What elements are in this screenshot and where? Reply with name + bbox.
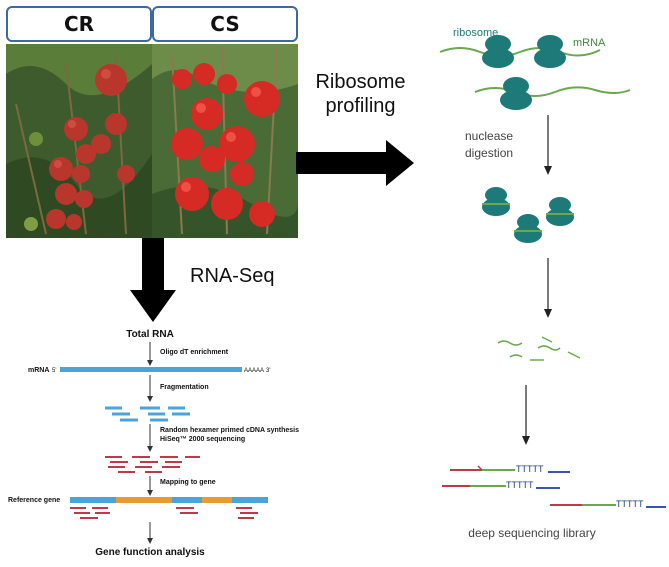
nuclease-text: nuclease (465, 129, 513, 143)
label-cr: CR (6, 6, 152, 42)
mrna-fragments (105, 406, 190, 422)
poly-t-row3: TTTTT (616, 499, 644, 509)
ribosome-profiling-line2: profiling (325, 95, 396, 117)
ribosomes-row2 (500, 77, 532, 110)
ribosome-text: ribosome (453, 27, 498, 39)
label-cs: CS (152, 6, 298, 42)
digestion-text: digestion (465, 146, 513, 160)
three-prime-text: 3' (266, 368, 270, 374)
label-cs-text: CS (210, 12, 240, 36)
enrichment-text: Oligo dT enrichment (160, 349, 229, 356)
ribosome-profiling-line1: Ribosome (315, 71, 406, 93)
photo-cs-tomatoes (152, 44, 298, 238)
reference-gene-text: Reference gene (8, 497, 60, 504)
label-cr-text: CR (63, 12, 95, 36)
mapping-text: Mapping to gene (160, 479, 216, 486)
fragmentation-text: Fragmentation (160, 384, 209, 391)
polya-text: AAAAA (244, 368, 264, 374)
ribo-workflow: ribosome mRNA nuclease digestion (439, 27, 666, 540)
deep-sequencing-text: deep sequencing library (468, 526, 595, 540)
poly-t-row1: TTTTT (516, 464, 544, 474)
total-rna-text: Total RNA (126, 329, 174, 340)
poly-t-row2: TTTTT (506, 480, 534, 490)
arrow-down (130, 238, 176, 322)
mrna-text: mRNA (28, 367, 49, 374)
five-prime-text: 5' (52, 368, 56, 374)
rna-seq-label: RNA-Seq (190, 265, 275, 287)
hiseq-text: HiSeq™ 2000 sequencing (160, 436, 245, 443)
reference-gene-bar (70, 497, 268, 503)
ribosomes-row1 (482, 35, 566, 68)
cdna-reads (105, 456, 200, 473)
photo-cr-tomatoes (6, 44, 152, 238)
cdna-text: Random hexamer primed cDNA synthesis (160, 427, 299, 434)
footprint-fragments (497, 336, 581, 361)
sequencing-library: TTTTT TTTTT TTTTT (442, 464, 666, 509)
mapped-reads (70, 507, 258, 519)
arrow-right (296, 140, 414, 186)
rnaseq-workflow: Total RNA Oligo dT enrichment mRNA 5' AA… (8, 329, 299, 558)
ribosome-profiling-label: Ribosome profiling (308, 70, 413, 118)
ribo-mrna-text: mRNA (573, 37, 606, 49)
gene-function-text: Gene function analysis (95, 547, 205, 558)
digested-ribosomes (482, 187, 574, 243)
